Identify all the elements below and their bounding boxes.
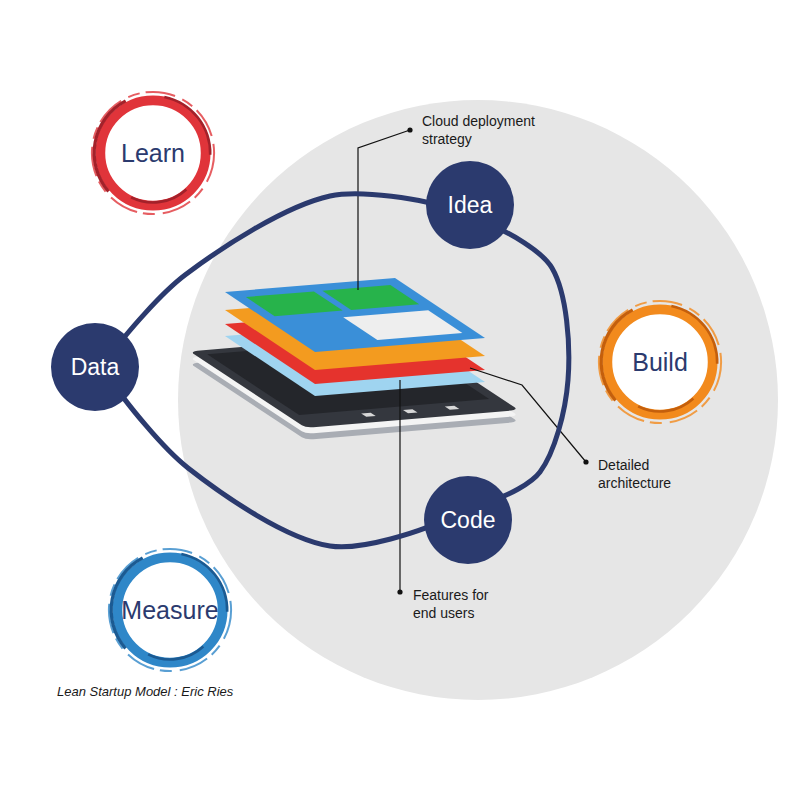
- caption: Lean Startup Model : Eric Ries: [57, 684, 377, 699]
- circle-fill: [426, 161, 514, 249]
- node-label: Data: [71, 354, 120, 381]
- ring-shade: [600, 305, 719, 413]
- ring-band: [100, 100, 205, 205]
- node-label: Measure: [121, 596, 218, 625]
- ring-shade: [93, 96, 212, 204]
- phone-button: [403, 409, 418, 413]
- phone-button: [445, 406, 460, 410]
- leader-line: [358, 130, 410, 290]
- node-text-box: Idea: [425, 160, 515, 250]
- node-label: Learn: [121, 139, 185, 168]
- ring-shade: [110, 553, 229, 661]
- node-text-box: Code: [423, 475, 513, 565]
- stage-ring: Learn: [88, 88, 218, 218]
- leader-dot: [583, 459, 588, 464]
- node-text-box: Data: [50, 322, 140, 412]
- stage-ring: Build: [595, 297, 725, 427]
- callout-label: Cloud deployment strategy: [422, 112, 552, 148]
- circle-fill: [51, 323, 139, 411]
- green-block: [322, 285, 419, 310]
- ring-brush: [599, 301, 721, 423]
- step-circle: Idea: [425, 160, 515, 250]
- loop-connector: [504, 231, 569, 496]
- node-text-box: Learn: [88, 88, 218, 218]
- node-text-box: Build: [595, 297, 725, 427]
- leader-dot: [397, 589, 402, 594]
- ring-band: [607, 309, 712, 414]
- node-label: Build: [632, 348, 688, 377]
- leader-line: [399, 380, 400, 592]
- node-label: Idea: [448, 192, 493, 219]
- green-block: [246, 291, 343, 316]
- background-circle: [178, 100, 778, 700]
- leader-dot: [407, 127, 412, 132]
- ring-band: [117, 557, 222, 662]
- node-label: Code: [441, 507, 496, 534]
- white-block: [343, 310, 462, 340]
- ring-center: [613, 315, 707, 409]
- loop-connector: [125, 194, 427, 337]
- node-text-box: Measure: [105, 545, 235, 675]
- ring-brush: [109, 549, 231, 671]
- callout-label: Detailed architecture: [598, 456, 693, 492]
- ring-brush: [92, 92, 214, 214]
- step-circle: Code: [423, 475, 513, 565]
- callout-label: Features for end users: [413, 586, 508, 622]
- ring-center: [106, 106, 200, 200]
- sheet-blue: [225, 278, 485, 352]
- step-circle: Data: [50, 322, 140, 412]
- circle-fill: [424, 476, 512, 564]
- phone-button: [361, 413, 376, 417]
- sheet-blue: [225, 278, 485, 352]
- loop-connector: [124, 399, 426, 547]
- stage-ring: Measure: [105, 545, 235, 675]
